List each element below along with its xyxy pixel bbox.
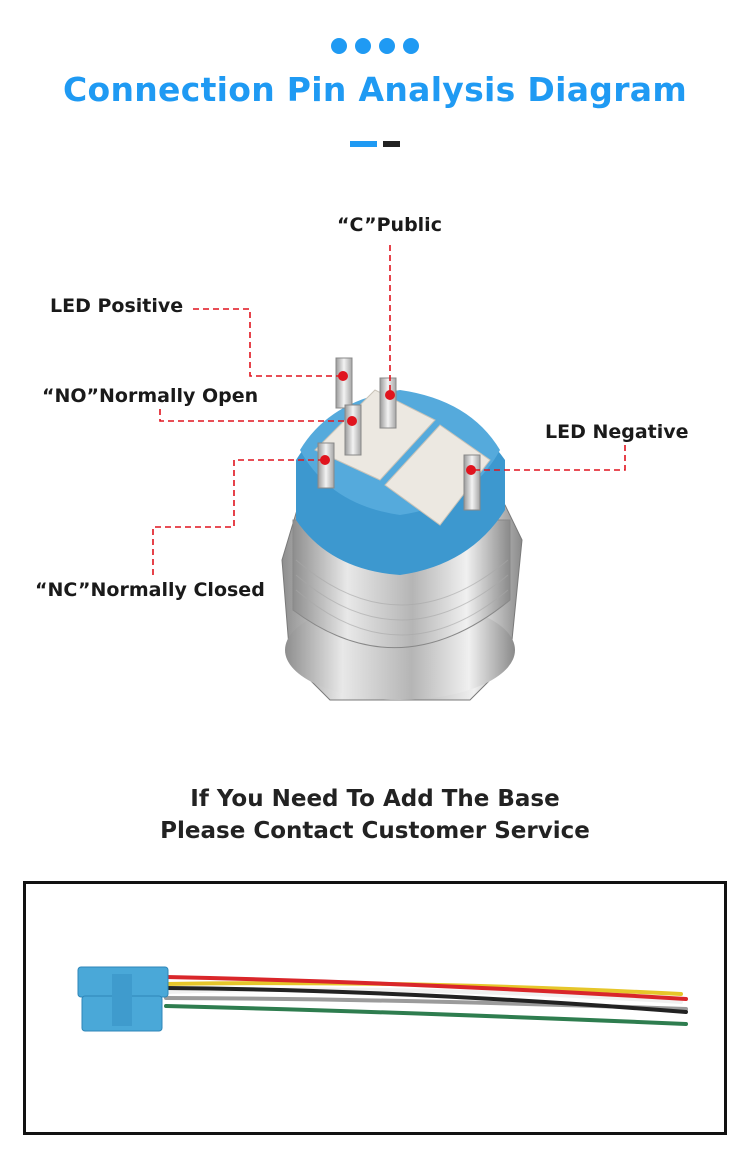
leader-nc xyxy=(152,459,325,575)
leader-no xyxy=(159,409,352,422)
dot-icon xyxy=(331,38,347,54)
terminal-pins xyxy=(317,357,481,511)
connector-housing xyxy=(77,966,169,1032)
push-button-diagram xyxy=(152,245,626,701)
leader-lines xyxy=(152,245,626,575)
wires xyxy=(164,975,688,1026)
label-led-positive: LED Positive xyxy=(50,295,184,317)
title-underline-dark xyxy=(383,141,400,147)
wire-harness-image xyxy=(77,966,688,1032)
base-connector-panel xyxy=(23,881,727,1135)
label-c-public: “C”Public xyxy=(337,214,442,236)
dot-icon xyxy=(403,38,419,54)
dot-icon xyxy=(379,38,395,54)
marker-led-negative xyxy=(466,465,476,475)
switch-body xyxy=(281,389,523,701)
decorative-dots xyxy=(0,38,750,54)
marker-nc xyxy=(320,455,330,465)
dot-icon xyxy=(355,38,371,54)
pin-markers xyxy=(320,371,476,475)
label-no: “NO”Normally Open xyxy=(42,385,259,407)
label-led-negative: LED Negative xyxy=(545,421,689,443)
notice-line-2: Please Contact Customer Service xyxy=(160,818,590,844)
leader-led-positive xyxy=(193,308,343,377)
marker-led-positive xyxy=(338,371,348,381)
marker-c-public xyxy=(385,390,395,400)
marker-no xyxy=(347,416,357,426)
leader-led-negative xyxy=(471,445,626,471)
label-nc: “NC”Normally Closed xyxy=(35,579,265,601)
title-underline-blue xyxy=(350,141,377,147)
page-title: Connection Pin Analysis Diagram xyxy=(62,70,688,109)
notice-line-1: If You Need To Add The Base xyxy=(190,786,560,812)
